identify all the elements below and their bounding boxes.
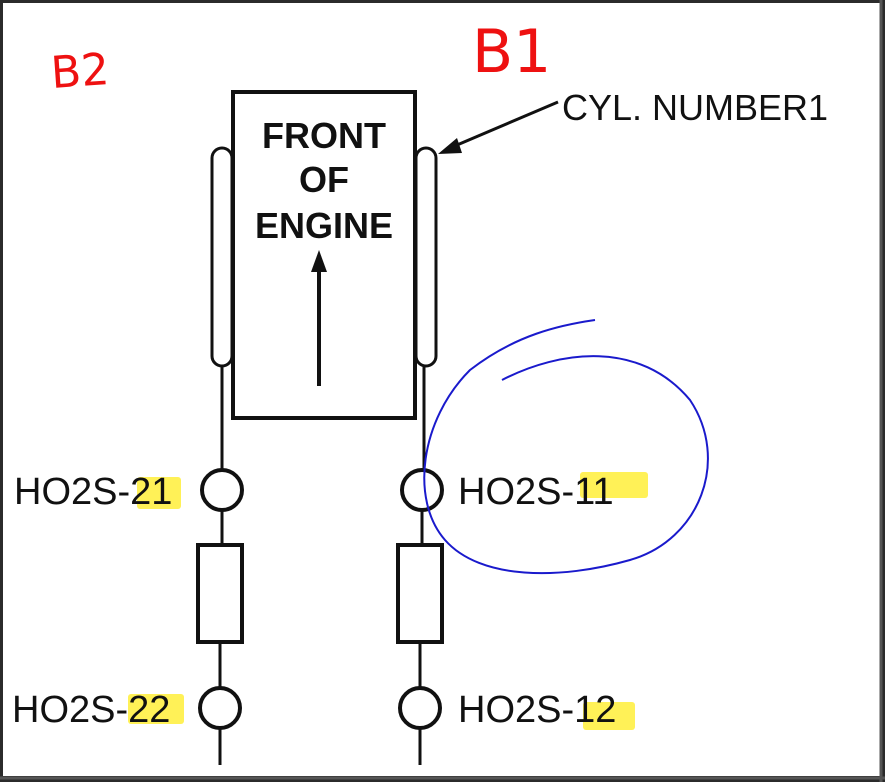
right-bank-manifold <box>414 146 438 368</box>
sensor-21-circle <box>200 468 244 512</box>
sensor-12-suffix: -12 <box>561 689 616 731</box>
sensor-11-prefix: HO2S <box>458 471 561 513</box>
sensor-21-prefix: HO2S <box>14 471 117 513</box>
highlight-22 <box>128 694 184 724</box>
sensor-12-label: HO2S-12 <box>458 689 616 731</box>
cylinder-callout-arrowhead <box>438 138 462 154</box>
engine-label-of: OF <box>299 159 349 200</box>
highlight-12 <box>583 702 635 730</box>
sensor-22-prefix: HO2S <box>12 689 115 731</box>
sensor-11-label: HO2S-11 <box>458 471 614 513</box>
sensor-22-label: HO2S-22 <box>12 689 170 731</box>
sensor-12-prefix: HO2S <box>458 689 561 731</box>
sensor-12-circle <box>398 686 442 730</box>
forward-arrow-head <box>311 250 327 272</box>
engine-label-engine: ENGINE <box>255 205 393 246</box>
left-catalytic-converter <box>196 543 244 644</box>
sensor-21-suffix: -21 <box>117 471 172 513</box>
cylinder-callout-line <box>449 100 559 150</box>
highlight-21 <box>137 477 181 509</box>
sensor-22-circle <box>198 686 242 730</box>
right-catalytic-converter <box>396 543 444 644</box>
engine-label-front: FRONT <box>262 115 386 156</box>
cylinder-number-label: CYL. NUMBER1 <box>562 87 828 128</box>
sensor-11-circle <box>400 468 444 512</box>
blue-circle-annotation <box>423 319 709 575</box>
highlight-11 <box>580 472 648 498</box>
paper-background <box>3 3 880 776</box>
sensor-22-suffix: -22 <box>115 689 170 731</box>
sensor-21-label: HO2S-21 <box>14 471 172 513</box>
handwritten-bank1-label: B1 <box>472 17 551 87</box>
sensor-11-suffix: -11 <box>561 471 613 513</box>
handwritten-bank2-label: B2 <box>49 44 111 99</box>
